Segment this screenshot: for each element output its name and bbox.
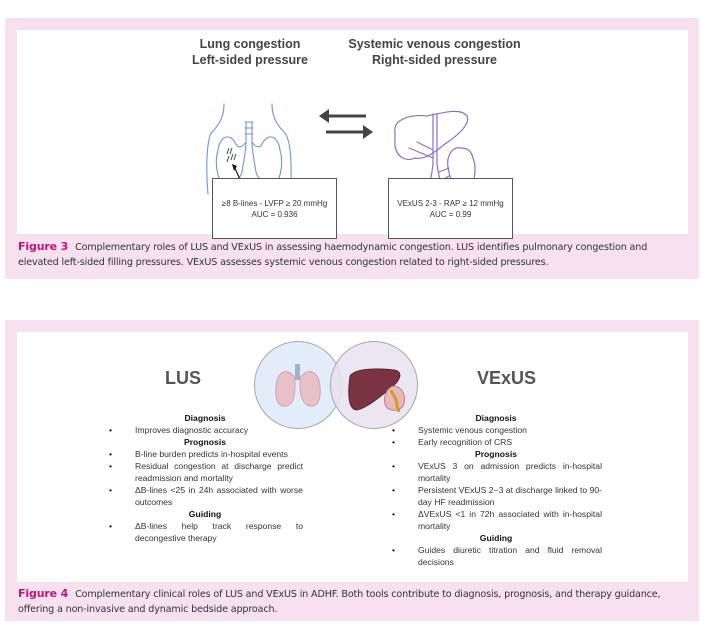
figure-4-image: LUS VExUS Diagnosis Improves diagnostic …	[17, 332, 688, 582]
diagnosis-heading: Diagnosis	[184, 413, 226, 423]
venous-criteria-box: VExUS 2-3 - RAP ≥ 12 mmHg AUC = 0.99	[388, 178, 513, 239]
list-item: ΔVExUS <1 in 72h associated with in-hosp…	[390, 508, 602, 532]
prognosis-heading: Prognosis	[474, 449, 518, 459]
title-line: Systemic venous congestion	[348, 37, 521, 51]
vexus-diagnosis-list: Systemic venous congestion Early recogni…	[390, 424, 602, 448]
exchange-arrows-icon	[319, 109, 373, 139]
vexus-prognosis-list: VExUS 3 on admission predicts in-hospita…	[390, 460, 602, 532]
list-item: VExUS 3 on admission predicts in-hospita…	[390, 460, 602, 484]
figure-3-caption: Figure 3 Complementary roles of LUS and …	[18, 239, 690, 270]
list-item: Persistent VExUS 2−3 at discharge linked…	[390, 484, 602, 508]
list-item: B-line burden predicts in-hospital event…	[107, 448, 303, 460]
lus-diagnosis-list: Improves diagnostic accuracy	[107, 424, 303, 436]
lus-roles-list: Diagnosis Improves diagnostic accuracy P…	[107, 412, 303, 544]
prognosis-heading: Prognosis	[183, 437, 227, 447]
lus-title: LUS	[165, 368, 201, 388]
caption-text: Complementary roles of LUS and VExUS in …	[18, 242, 648, 268]
figure-4-caption: Figure 4 Complementary clinical roles of…	[18, 586, 690, 617]
list-item: Systemic venous congestion	[390, 424, 602, 436]
figure-3-image: Lung congestion Left-sided pressure Syst…	[17, 30, 688, 239]
figure-3-panel: Lung congestion Left-sided pressure Syst…	[5, 18, 699, 279]
lungs-icon	[275, 364, 321, 407]
vexus-roles-list: Diagnosis Systemic venous congestion Ear…	[390, 412, 602, 568]
criteria-text: VExUS 2-3 - RAP ≥ 12 mmHg	[397, 198, 504, 208]
vexus-guiding-list: Guides diuretic titration and fluid remo…	[390, 544, 602, 568]
venous-congestion-title: Systemic venous congestion Right-sided p…	[347, 36, 522, 68]
caption-text: Complementary clinical roles of LUS and …	[18, 589, 661, 615]
vexus-title: VExUS	[477, 368, 537, 388]
list-item: Residual congestion at discharge predict…	[107, 460, 303, 484]
title-line: Lung congestion	[199, 37, 301, 51]
figure-label: Figure 3	[18, 240, 69, 253]
lung-criteria-box: ≥8 B-lines - LVFP ≥ 20 mmHg AUC = 0.936	[212, 178, 337, 239]
diagnosis-heading: Diagnosis	[475, 413, 517, 423]
title-line: Right-sided pressure	[371, 53, 498, 67]
criteria-text: ≥8 B-lines - LVFP ≥ 20 mmHg	[221, 198, 328, 208]
guiding-heading: Guiding	[479, 533, 513, 543]
title-line: Left-sided pressure	[191, 53, 308, 67]
list-item: Improves diagnostic accuracy	[107, 424, 303, 436]
list-item: Early recognition of CRS	[390, 436, 602, 448]
list-item: Guides diuretic titration and fluid remo…	[390, 544, 602, 568]
guiding-heading: Guiding	[188, 509, 222, 519]
list-item: ΔB-lines <25 in 24h associated with wors…	[107, 484, 303, 508]
auc-text: AUC = 0.99	[429, 209, 472, 219]
lus-guiding-list: ΔB-lines help track response to deconges…	[107, 520, 303, 544]
figure-label: Figure 4	[18, 587, 69, 600]
figure-4-panel: LUS VExUS Diagnosis Improves diagnostic …	[5, 320, 699, 621]
liver-kidney-icon	[348, 368, 405, 412]
list-item: ΔB-lines help track response to deconges…	[107, 520, 303, 544]
auc-text: AUC = 0.936	[251, 209, 298, 219]
lung-congestion-title: Lung congestion Left-sided pressure	[190, 36, 310, 68]
lus-prognosis-list: B-line burden predicts in-hospital event…	[107, 448, 303, 508]
